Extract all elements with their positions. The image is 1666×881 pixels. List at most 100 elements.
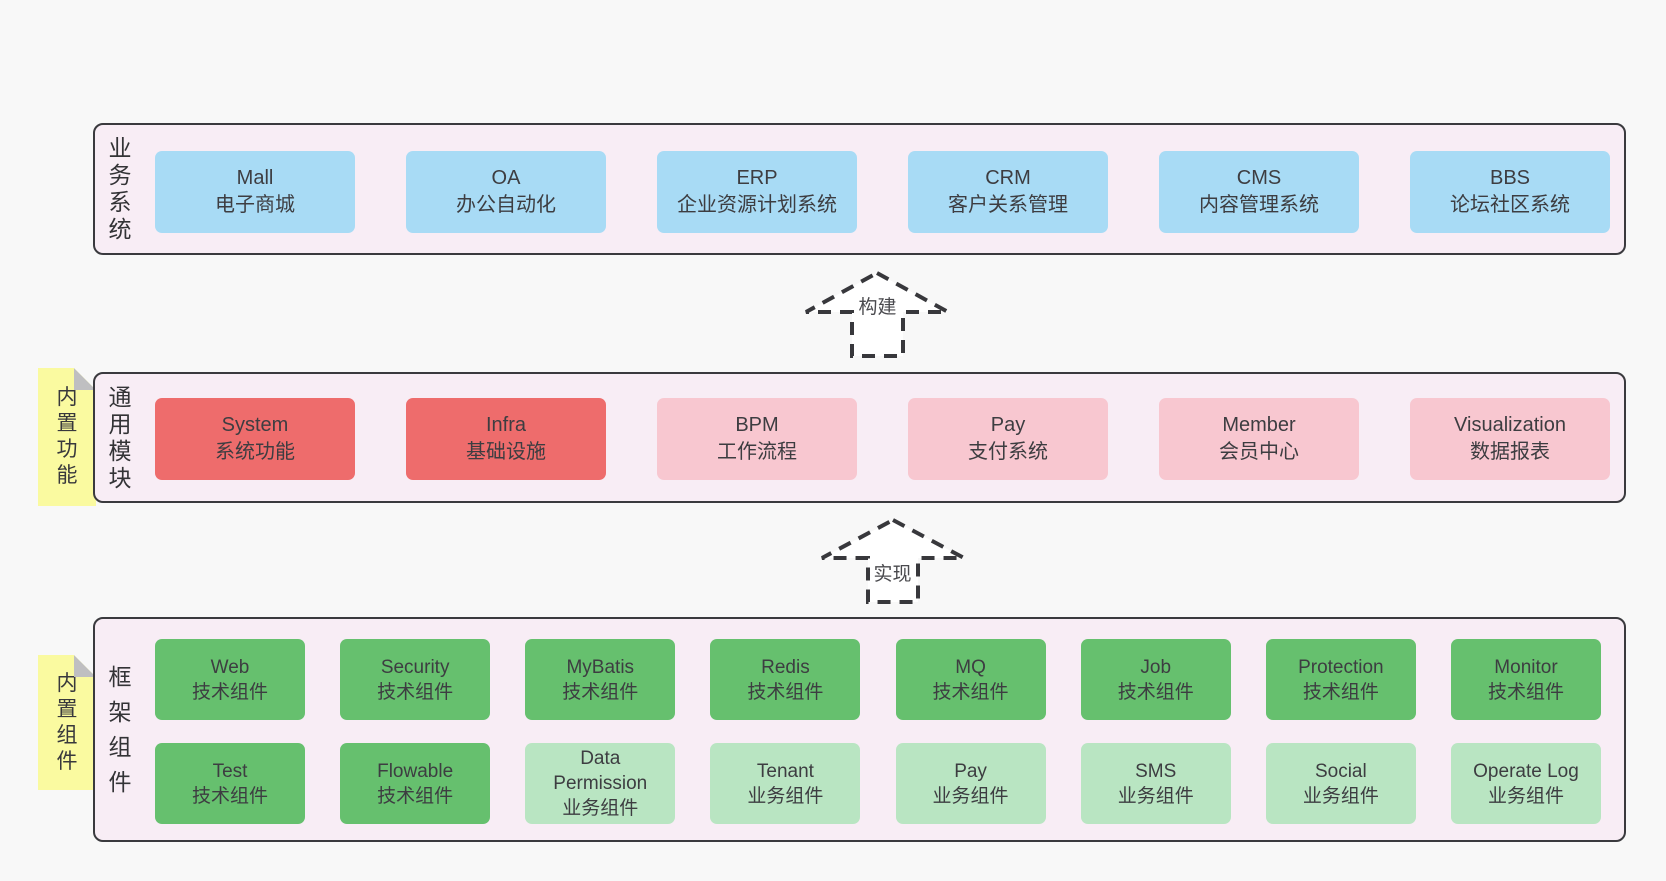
panel-label-business-systems: 业务系统 <box>108 135 132 242</box>
implement-arrow: 实现 <box>810 509 975 607</box>
box-subtitle: 业务组件 <box>1302 785 1379 807</box>
component-box: Job 技术组件 <box>1080 639 1231 720</box>
box-title: System <box>221 414 289 436</box>
framework-components-row-1: Web 技术组件 Security 技术组件 MyBatis 技术组件 Redi… <box>155 639 1601 720</box>
sticky-note-label: 内置组件 <box>56 671 78 773</box>
box-title: OA <box>491 167 521 189</box>
business-systems-panel: 业务系统 Mall 电子商城 OA 办公自动化 ERP 企业资源计划系统 CRM… <box>93 123 1626 255</box>
box-title: SMS <box>1135 760 1177 782</box>
box-title: CRM <box>985 167 1031 189</box>
box-subtitle: 技术组件 <box>377 785 454 807</box>
box-subtitle: 业务组件 <box>932 785 1009 807</box>
box-title: Infra <box>485 414 527 436</box>
box-subtitle: 技术组件 <box>562 681 639 703</box>
box-subtitle: 系统功能 <box>215 441 295 463</box>
box-title: Test <box>212 760 248 782</box>
box-title: Flowable <box>377 760 454 782</box>
box-title: Redis <box>761 656 810 678</box>
box-title: Mall <box>236 167 274 189</box>
box-subtitle: 企业资源计划系统 <box>677 194 837 216</box>
box-subtitle: 技术组件 <box>1302 681 1379 703</box>
box-subtitle: 会员中心 <box>1219 441 1299 463</box>
common-modules-panel: 通用模块 System 系统功能 Infra 基础设施 BPM 工作流程 Pay… <box>93 372 1626 503</box>
business-system-box: BBS 论坛社区系统 <box>1410 151 1610 233</box>
business-systems-row: Mall 电子商城 OA 办公自动化 ERP 企业资源计划系统 CRM 客户关系… <box>155 151 1610 233</box>
component-box: Pay 业务组件 <box>895 743 1046 824</box>
box-title: Visualization <box>1454 414 1566 436</box>
component-box: Social 业务组件 <box>1265 743 1416 824</box>
component-box: Data Permission 业务组件 <box>525 743 676 824</box>
component-box: MQ 技术组件 <box>895 639 1046 720</box>
box-subtitle: 技术组件 <box>377 681 454 703</box>
box-title: Pay <box>954 760 987 782</box>
box-title: MyBatis <box>566 656 635 678</box>
build-arrow: 构建 <box>795 262 960 362</box>
box-title: Data Permission <box>553 748 648 794</box>
sticky-note-built-in-features: 内置功能 <box>38 368 96 506</box>
box-title: Job <box>1140 656 1172 678</box>
business-system-box: Mall 电子商城 <box>155 151 355 233</box>
common-modules-row: System 系统功能 Infra 基础设施 BPM 工作流程 Pay 支付系统… <box>155 398 1610 480</box>
module-box: Pay 支付系统 <box>908 398 1108 480</box>
sticky-note-built-in-components: 内置组件 <box>38 655 96 790</box>
business-system-box: ERP 企业资源计划系统 <box>657 151 857 233</box>
box-subtitle: 业务组件 <box>1487 785 1564 807</box>
panel-label-framework-components: 框架组件 <box>108 663 132 795</box>
panel-label-common-modules: 通用模块 <box>108 383 132 491</box>
module-box: Visualization 数据报表 <box>1410 398 1610 480</box>
arrow-label: 实现 <box>870 559 915 586</box>
box-subtitle: 内容管理系统 <box>1199 194 1319 216</box>
box-subtitle: 基础设施 <box>466 441 546 463</box>
framework-components-row-2: Test 技术组件 Flowable 技术组件 Data Permission … <box>155 743 1601 824</box>
module-box: System 系统功能 <box>155 398 355 480</box>
box-subtitle: 工作流程 <box>717 441 797 463</box>
component-box: MyBatis 技术组件 <box>525 639 676 720</box>
component-box: Redis 技术组件 <box>710 639 861 720</box>
module-box: Infra 基础设施 <box>406 398 606 480</box>
box-subtitle: 技术组件 <box>191 681 268 703</box>
component-box: Test 技术组件 <box>155 743 305 824</box>
component-box: SMS 业务组件 <box>1080 743 1231 824</box>
component-box: Protection 技术组件 <box>1265 639 1416 720</box>
box-subtitle: 客户关系管理 <box>948 194 1068 216</box>
component-box: Web 技术组件 <box>155 639 305 720</box>
module-box: BPM 工作流程 <box>657 398 857 480</box>
box-subtitle: 技术组件 <box>932 681 1009 703</box>
box-title: MQ <box>955 656 986 678</box>
dashed-up-arrow-icon <box>821 517 965 604</box>
component-box: Security 技术组件 <box>340 639 491 720</box>
arrow-label: 构建 <box>855 292 900 319</box>
box-title: Monitor <box>1494 656 1558 678</box>
box-subtitle: 办公自动化 <box>456 194 556 216</box>
box-title: ERP <box>736 167 778 189</box>
box-subtitle: 数据报表 <box>1470 441 1550 463</box>
box-title: Protection <box>1298 656 1384 678</box>
business-system-box: CMS 内容管理系统 <box>1159 151 1359 233</box>
business-system-box: CRM 客户关系管理 <box>908 151 1108 233</box>
framework-components-panel: 框架组件 Web 技术组件 Security 技术组件 MyBatis 技术组件… <box>93 617 1626 842</box>
box-subtitle: 支付系统 <box>968 441 1048 463</box>
component-box: Operate Log 业务组件 <box>1450 743 1601 824</box>
box-title: Web <box>210 656 250 678</box>
component-box: Monitor 技术组件 <box>1450 639 1601 720</box>
box-title: Security <box>380 656 450 678</box>
box-title: Pay <box>990 414 1026 436</box>
box-title: BPM <box>735 414 779 436</box>
box-title: Member <box>1222 414 1296 436</box>
business-system-box: OA 办公自动化 <box>406 151 606 233</box>
box-title: Tenant <box>756 760 814 782</box>
box-subtitle: 业务组件 <box>1117 785 1194 807</box>
box-title: Social <box>1314 760 1367 782</box>
box-subtitle: 技术组件 <box>191 785 268 807</box>
box-title: BBS <box>1489 167 1531 189</box>
box-subtitle: 技术组件 <box>747 681 824 703</box>
component-box: Tenant 业务组件 <box>710 743 861 824</box>
module-box: Member 会员中心 <box>1159 398 1359 480</box>
box-subtitle: 业务组件 <box>562 798 639 819</box>
box-subtitle: 论坛社区系统 <box>1450 194 1570 216</box>
sticky-note-label: 内置功能 <box>56 386 78 487</box>
box-subtitle: 技术组件 <box>1117 681 1194 703</box>
box-subtitle: 电子商城 <box>215 194 295 216</box>
component-box: Flowable 技术组件 <box>340 743 491 824</box>
